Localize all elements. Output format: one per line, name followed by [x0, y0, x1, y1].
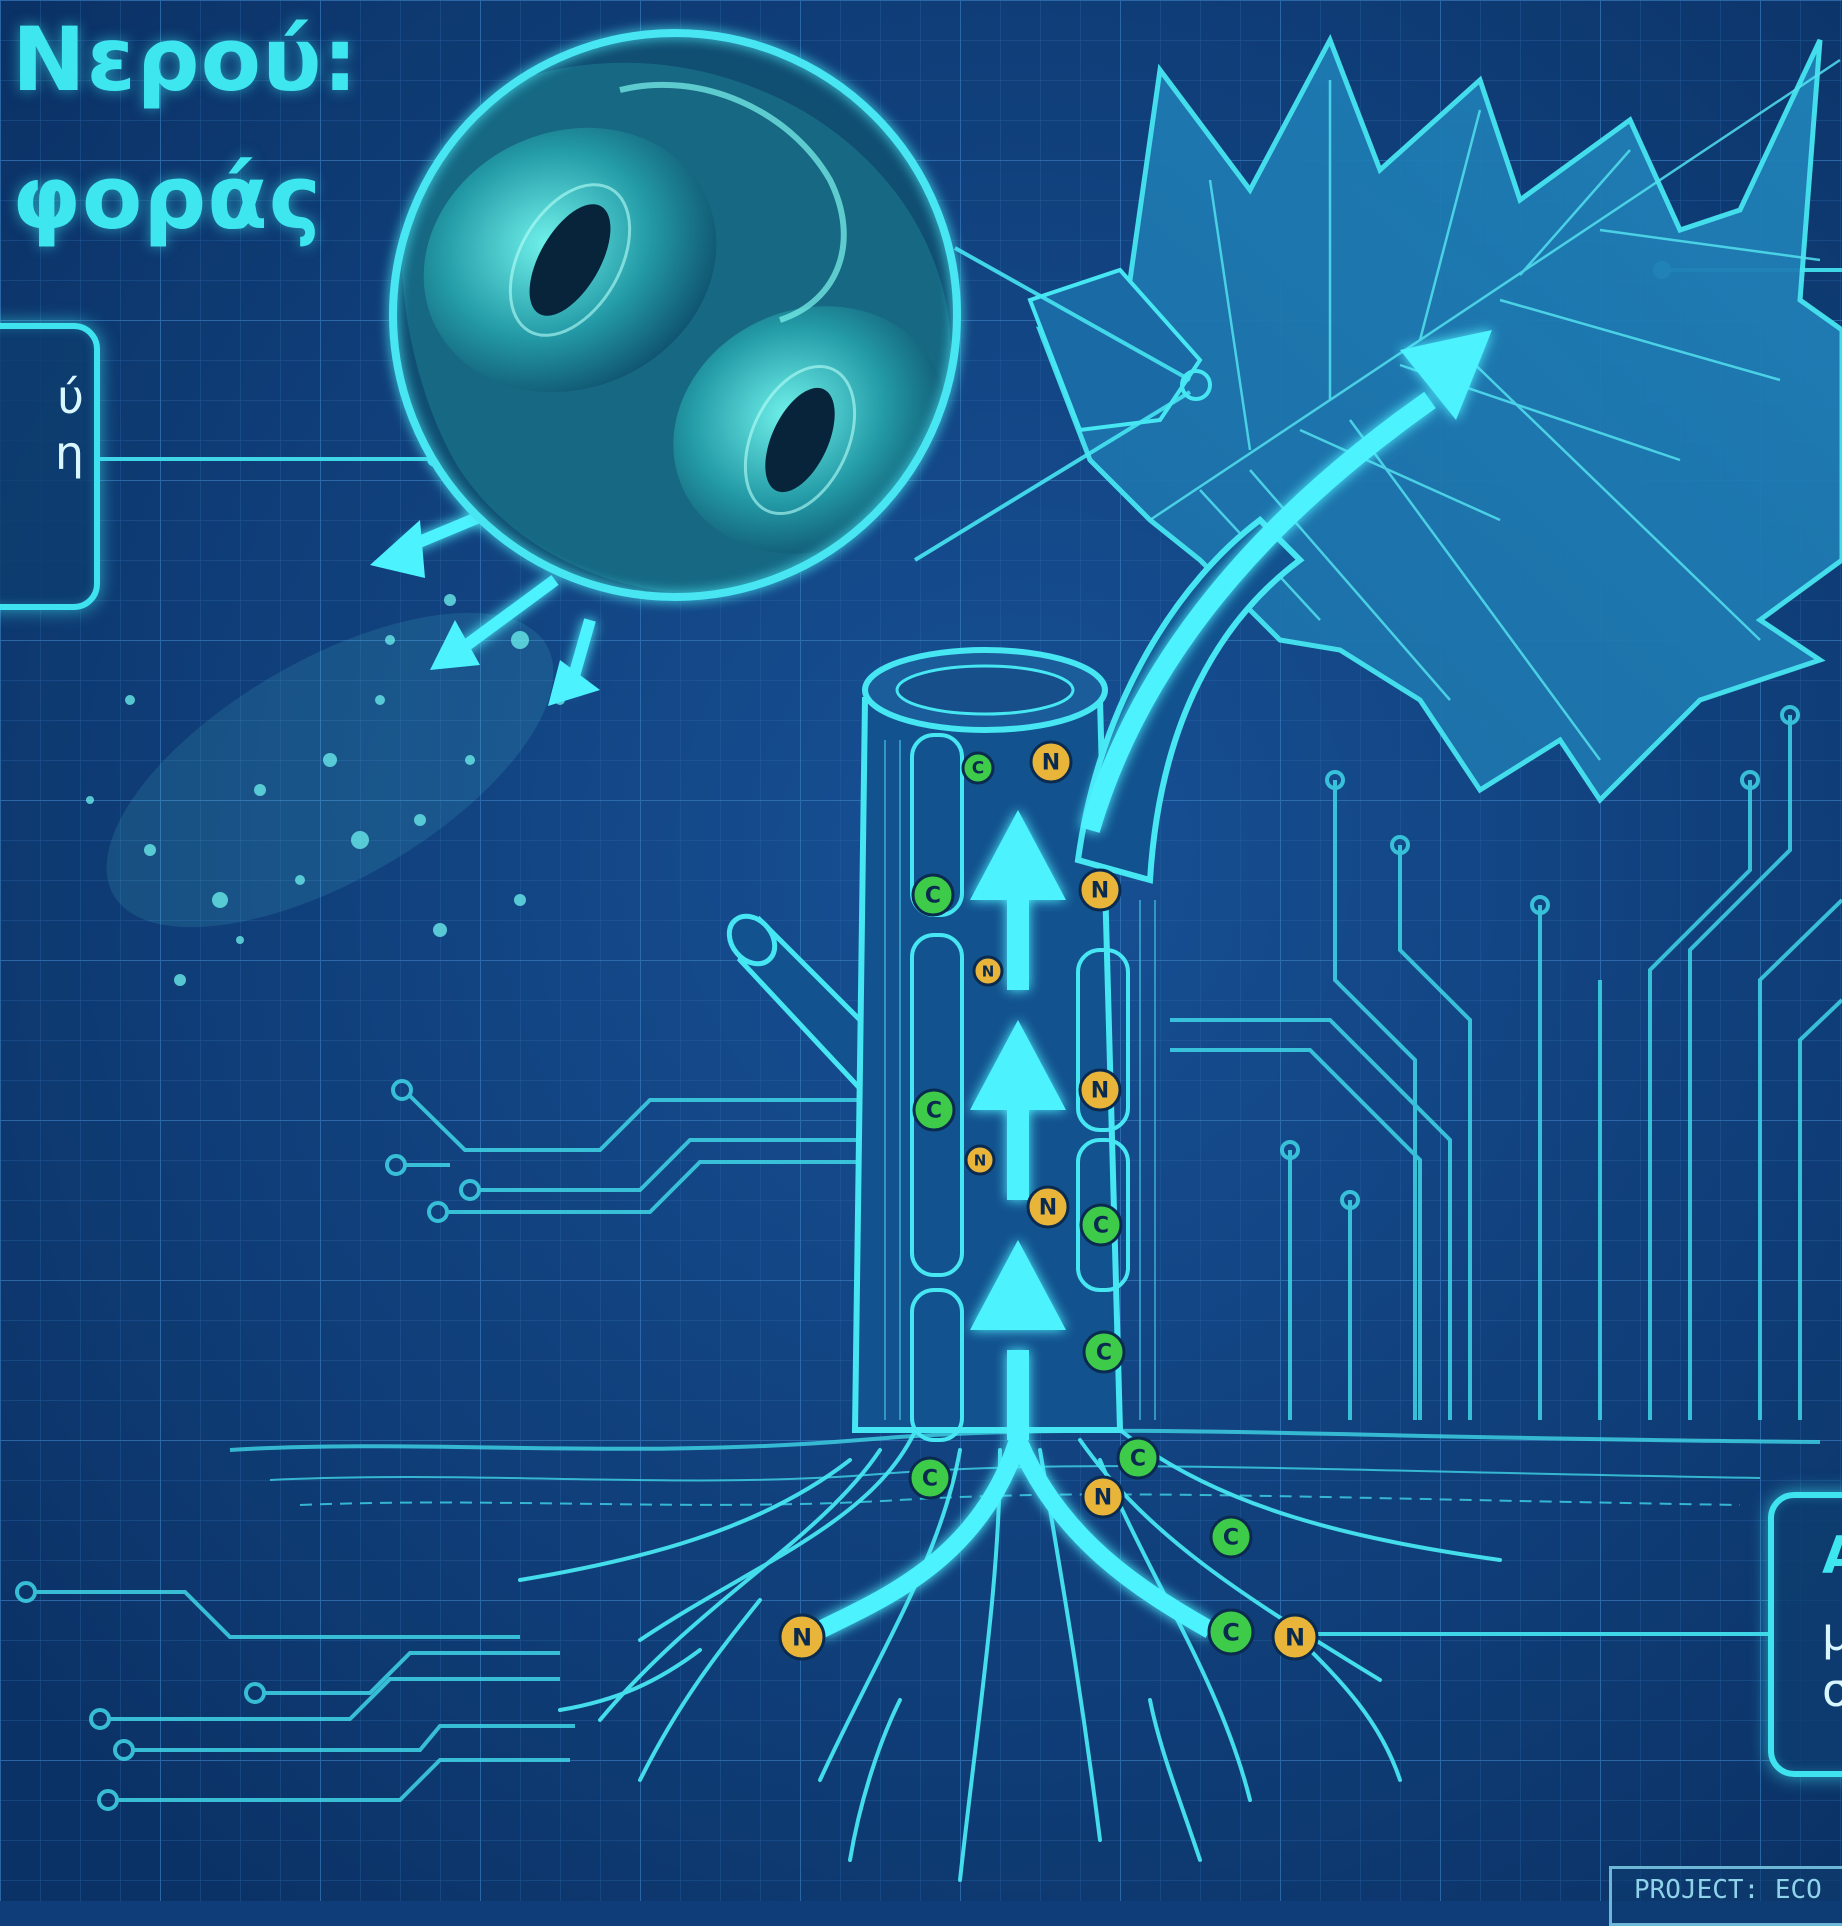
nitrogen-particle: N: [780, 1615, 824, 1659]
svg-text:N: N: [1094, 1486, 1112, 1511]
svg-text:N: N: [1042, 751, 1060, 776]
svg-text:C: C: [926, 1099, 942, 1124]
svg-text:C: C: [925, 884, 941, 909]
svg-text:C: C: [1093, 1214, 1109, 1239]
carbon-particle: C: [913, 875, 953, 915]
carbon-particle: C: [1118, 1438, 1158, 1478]
carbon-particle: C: [910, 1458, 950, 1498]
carbon-particle: C: [914, 1090, 954, 1130]
svg-text:C: C: [1223, 1526, 1239, 1551]
panel-left-line-2: η: [55, 426, 84, 480]
project-label: PROJECT: ECO: [1609, 1866, 1842, 1926]
svg-text:N: N: [792, 1623, 812, 1651]
panel-right-text: μσ: [1822, 1606, 1842, 1718]
svg-text:N: N: [1285, 1623, 1305, 1651]
nitrogen-particle: N: [1028, 1187, 1068, 1227]
carbon-particle: C: [1209, 1610, 1253, 1654]
svg-text:C: C: [972, 759, 984, 779]
carbon-particle: C: [1081, 1205, 1121, 1245]
svg-text:N: N: [1091, 1079, 1109, 1104]
panel-right-line-1: μ: [1822, 1607, 1842, 1661]
nitrogen-particle: N: [1031, 742, 1071, 782]
title-line-1: Νερού:: [12, 16, 359, 104]
info-panel-right: Α μσ: [1768, 1492, 1842, 1777]
nitrogen-particle: N: [974, 957, 1002, 985]
svg-text:C: C: [1222, 1618, 1240, 1646]
panel-right-heading: Α: [1822, 1526, 1842, 1586]
nitrogen-particle: N: [1083, 1477, 1123, 1517]
nitrogen-particle: N: [1080, 1070, 1120, 1110]
nitrogen-particle: N: [1273, 1615, 1317, 1659]
svg-text:N: N: [1039, 1196, 1057, 1221]
carbon-particle: C: [1084, 1332, 1124, 1372]
title-line-2: φοράς: [12, 154, 322, 242]
carbon-particle: C: [1211, 1517, 1251, 1557]
nitrogen-particle: N: [966, 1146, 994, 1174]
svg-text:C: C: [922, 1467, 938, 1492]
svg-text:N: N: [982, 962, 995, 980]
svg-text:N: N: [974, 1151, 987, 1169]
panel-right-line-2: σ: [1822, 1663, 1842, 1717]
svg-text:C: C: [1096, 1341, 1112, 1366]
nitrogen-particle: N: [1080, 870, 1120, 910]
panel-left-line-1: ύ: [57, 370, 84, 424]
carbon-particle: C: [963, 753, 993, 783]
svg-text:C: C: [1130, 1447, 1146, 1472]
svg-text:N: N: [1091, 879, 1109, 904]
